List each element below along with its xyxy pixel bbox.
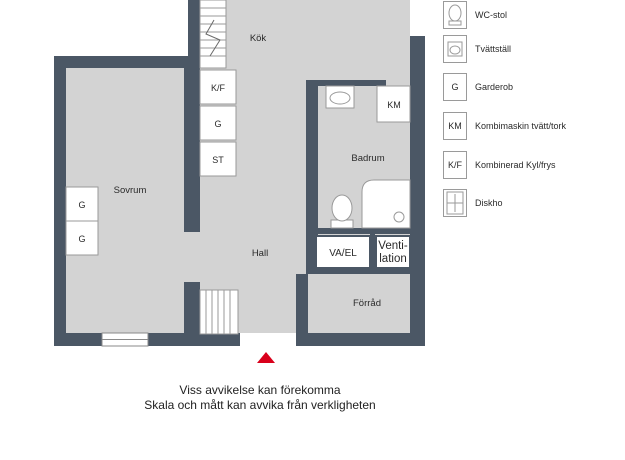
staircase-upper — [199, 0, 227, 69]
entrance-arrow-icon — [257, 352, 275, 363]
legend-symbol-kf: K/F — [443, 151, 467, 179]
room-label-kok: Kök — [250, 33, 267, 44]
legend-item-washer: KM Kombimaskin tvätt/tork — [443, 111, 566, 141]
shower — [361, 179, 411, 229]
room-label-hall: Hall — [252, 248, 268, 259]
wardrobe-1-label: G — [78, 200, 85, 210]
disclaimer-line-2: Skala och mått kan avvika från verklighe… — [144, 398, 376, 412]
washer-dryer-box — [376, 85, 411, 123]
legend-item-wc: WC-stol — [443, 0, 507, 30]
storage-cabinet-label: ST — [212, 155, 224, 165]
room-label-forrad: Förråd — [353, 298, 381, 309]
staircase-lower — [199, 289, 239, 335]
legend-symbol-g: G — [443, 73, 467, 101]
legend-label-dish: Diskho — [475, 198, 503, 208]
wardrobe-2-label: G — [78, 234, 85, 244]
fridge-freezer-label: K/F — [211, 83, 226, 93]
legend-label-fridge: Kombinerad Kyl/frys — [475, 160, 556, 170]
room-label-badrum: Badrum — [351, 153, 384, 164]
dishwasher-icon — [443, 189, 467, 217]
legend-item-sink: Tvättställ — [443, 34, 511, 64]
wc-icon — [443, 1, 467, 29]
walls — [54, 0, 425, 346]
bathroom-sink — [325, 85, 355, 109]
legend-item-fridge: K/F Kombinerad Kyl/frys — [443, 150, 556, 180]
legend-label-sink: Tvättställ — [475, 44, 512, 54]
floor-areas — [66, 0, 410, 333]
toilet — [330, 194, 354, 229]
ventilation-label-2: lation — [379, 253, 407, 265]
legend-item-wardrobe: G Garderob — [443, 72, 513, 102]
window — [101, 332, 149, 347]
va-el-label: VA/EL — [329, 248, 357, 259]
wardrobe-kitchen-label: G — [214, 119, 221, 129]
utility-boxes — [315, 235, 411, 269]
washer-dryer-label: KM — [387, 100, 401, 110]
legend-label-washer: Kombimaskin tvätt/tork — [475, 121, 567, 131]
sink-icon — [443, 35, 467, 63]
legend-item-dish: Diskho — [443, 188, 503, 218]
room-label-sovrum: Sovrum — [114, 185, 147, 196]
legend-symbol-km: KM — [443, 112, 467, 140]
legend-label-wc: WC-stol — [475, 10, 507, 20]
legend-label-wardrobe: Garderob — [475, 82, 514, 92]
ventilation-label-1: Venti- — [378, 240, 408, 252]
bedroom-wardrobes — [65, 186, 99, 256]
disclaimer-line-1: Viss avvikelse kan förekomma — [179, 383, 341, 397]
kitchen-cabinets — [199, 69, 237, 177]
